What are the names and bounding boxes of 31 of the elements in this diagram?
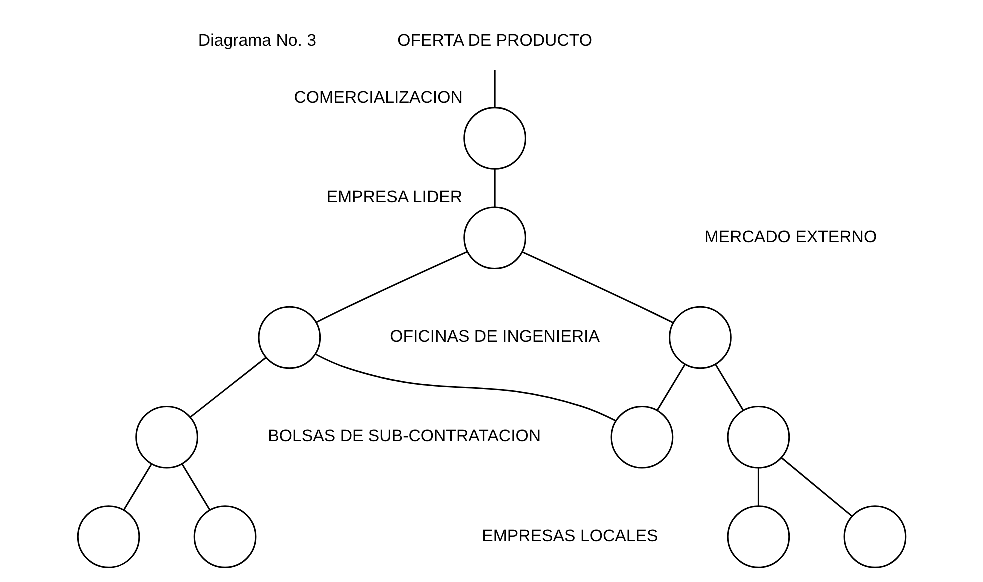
connector: [494, 170, 496, 208]
node-circle: [668, 306, 732, 370]
label: Diagrama No. 3: [198, 31, 316, 50]
connector: [123, 464, 152, 510]
node-circle: [135, 406, 198, 469]
connector: [757, 468, 759, 506]
connector: [316, 251, 468, 324]
label: EMPRESAS LOCALES: [482, 526, 658, 546]
node-label: COMERCIALIZACION: [294, 88, 462, 107]
node-circle: [463, 107, 526, 170]
connector: [494, 70, 496, 108]
node-circle: [463, 206, 526, 270]
node-circle: [258, 306, 321, 370]
node-circle: [726, 506, 790, 568]
node-circle: [76, 506, 140, 568]
connector: [656, 364, 686, 411]
node-text: OFERTA DE PRODUCTO: [397, 31, 592, 50]
node-circle: [610, 406, 674, 469]
node-circle: [193, 506, 256, 568]
label: BOLSAS DE SUB-CONTRATACION: [268, 426, 541, 446]
connector: [181, 464, 210, 510]
node-circle: [843, 506, 906, 568]
label: OFICINAS DE INGENIERIA: [390, 327, 600, 346]
node-label: EMPRESA LIDER: [326, 188, 462, 207]
connector: [314, 354, 616, 422]
connector: [714, 364, 744, 411]
connector: [190, 357, 266, 418]
connector: [780, 457, 852, 518]
connector: [522, 251, 673, 324]
node-circle: [726, 406, 790, 469]
label: MERCADO EXTERNO: [704, 227, 877, 246]
